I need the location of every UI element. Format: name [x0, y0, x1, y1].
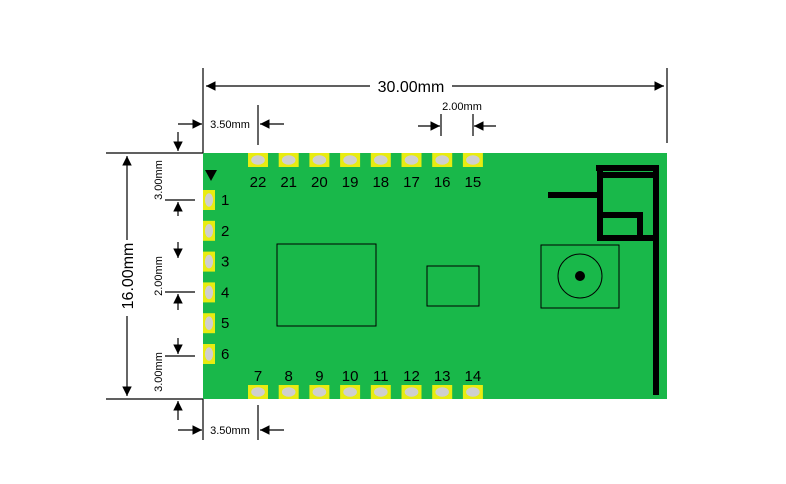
left-pad-2-via	[204, 224, 214, 238]
left-pad-4-via	[204, 285, 214, 300]
bottom-pad-8-via	[281, 387, 296, 397]
pin-label-21: 21	[280, 174, 297, 191]
bottom-pad-14-via	[466, 387, 480, 397]
pin-label-4: 4	[221, 284, 229, 301]
top-pad-15-via	[466, 155, 480, 165]
pin-label-2: 2	[221, 223, 229, 240]
left-margin-bottom-label: 3.00mm	[153, 352, 165, 392]
height-dim-label: 16.00mm	[120, 243, 137, 310]
pin-label-15: 15	[465, 174, 482, 191]
top-pad-19-via	[343, 155, 357, 165]
main-ic-outline	[276, 243, 377, 327]
bottom-pad-13-via	[435, 387, 450, 397]
pcb-antenna-inner	[600, 212, 643, 238]
pin-label-17: 17	[403, 174, 420, 191]
antenna-connector-outline	[540, 244, 620, 309]
pin1-marker-icon	[205, 170, 217, 181]
secondary-ic-outline	[426, 265, 480, 307]
pin-label-11: 11	[373, 368, 389, 385]
left-pad-column: 1 2 3 4 5 6	[203, 190, 229, 364]
bottom-pad-11-via	[374, 387, 388, 397]
pin-label-18: 18	[372, 174, 389, 191]
left-pad-6-via	[204, 347, 214, 361]
top-pad-row: 22 21 20 19 18 17 16 15	[248, 153, 483, 191]
top-pad-20-via	[312, 155, 327, 165]
bottom-pad-7-via	[251, 387, 265, 397]
pin-label-5: 5	[221, 315, 229, 332]
top-pad-22-via	[251, 155, 265, 165]
pitch-top-label: 2.00mm	[442, 101, 482, 113]
pin-label-19: 19	[342, 174, 359, 191]
pin-label-14: 14	[465, 368, 482, 385]
antenna-connector-ring	[557, 253, 603, 299]
pin-label-16: 16	[434, 174, 451, 191]
pin-label-7: 7	[254, 368, 262, 385]
pin-label-22: 22	[250, 174, 267, 191]
pin-label-6: 6	[221, 346, 229, 363]
antenna-connector-center	[575, 271, 585, 281]
pin-label-20: 20	[311, 174, 328, 191]
pin-label-8: 8	[285, 368, 293, 385]
pin-label-9: 9	[315, 368, 323, 385]
bottom-pad-10-via	[343, 387, 357, 397]
bottom-pad-12-via	[404, 387, 419, 397]
left-pad-3-via	[204, 254, 214, 269]
pin-label-1: 1	[221, 192, 229, 209]
pin-label-13: 13	[434, 368, 451, 385]
pcb-antenna-trace	[548, 165, 659, 395]
top-pad-21-via	[281, 155, 296, 165]
left-margin-top-label: 3.00mm	[153, 160, 165, 200]
top-offset-label: 3.50mm	[210, 119, 250, 131]
top-pad-18-via	[374, 155, 388, 165]
pin-label-10: 10	[342, 368, 359, 385]
pin-label-3: 3	[221, 254, 229, 271]
top-pad-17-via	[404, 155, 419, 165]
pin-label-12: 12	[403, 368, 420, 385]
bottom-pad-row: 7 8 9 10 11 12 13 14	[248, 368, 483, 399]
left-pad-5-via	[204, 316, 214, 331]
bottom-pad-9-via	[312, 387, 327, 397]
top-pad-16-via	[435, 155, 450, 165]
left-pitch-label: 2.00mm	[153, 256, 165, 296]
width-dim-label: 30.00mm	[378, 79, 445, 96]
bottom-offset-label: 3.50mm	[210, 425, 250, 437]
left-pad-1-via	[204, 193, 214, 207]
